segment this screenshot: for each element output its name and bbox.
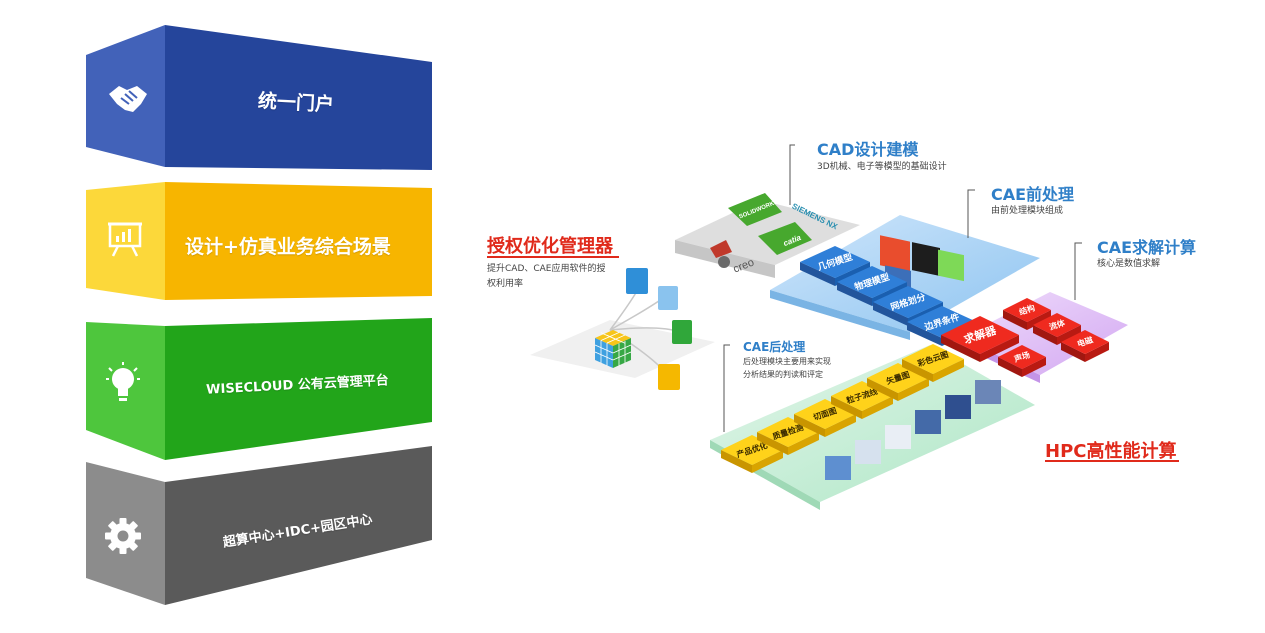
simulation-thumbnail bbox=[880, 235, 964, 295]
solver-sub-chip-label: 流体 bbox=[1048, 317, 1067, 332]
solver-sub-chip-label: 电磁 bbox=[1076, 334, 1094, 348]
handshake-icon bbox=[109, 86, 147, 112]
leader-line-cae-solve bbox=[1074, 242, 1082, 300]
cube-icon bbox=[594, 330, 632, 368]
platform-stack bbox=[86, 25, 432, 605]
solver-sub-chip-label: 声场 bbox=[1012, 349, 1031, 364]
solver-sub-chip: 电磁 bbox=[1061, 330, 1109, 362]
solver-sub-chip-label: 结构 bbox=[1018, 302, 1036, 316]
cad-desc: 3D机械、电子等模型的基础设计 bbox=[817, 162, 947, 172]
cae-pre-title: CAE前处理 bbox=[991, 185, 1075, 204]
presentation-board-icon bbox=[108, 222, 142, 257]
leader-line-cad bbox=[789, 144, 795, 205]
simulation-thumbnail bbox=[825, 380, 1001, 480]
gear-icon bbox=[105, 518, 141, 554]
license-manager-title: 授权优化管理器 bbox=[487, 236, 613, 257]
layer-label-portal: 统一门户 bbox=[257, 90, 335, 116]
lightbulb-icon bbox=[106, 362, 140, 401]
cae-solve-desc: 核心是数值求解 bbox=[1097, 259, 1161, 269]
stack-layer-scenario bbox=[86, 182, 432, 300]
leader-line-cae-pre bbox=[967, 189, 975, 238]
cae-post-desc: 后处理模块主要用来实现 分析结果的判读和评定 bbox=[743, 357, 831, 379]
post-chip: 粒子流线 bbox=[831, 381, 893, 419]
cae-workflow-diagram: 几何模型物理模型网格划分边界条件求解器结构流体电磁声场产品优化质量检测切面图粒子… bbox=[530, 144, 1128, 510]
hpc-title: HPC高性能计算 bbox=[1045, 441, 1177, 462]
leader-line-cae-post bbox=[723, 344, 730, 432]
hpc-title-underline bbox=[1045, 460, 1179, 462]
solver-sub-chip: 声场 bbox=[998, 345, 1046, 377]
solver-sub-chip: 流体 bbox=[1033, 313, 1081, 345]
cad-title: CAD设计建模 bbox=[817, 140, 919, 159]
license-title-underline bbox=[487, 256, 619, 258]
cae-pre-desc: 由前处理模块组成 bbox=[991, 206, 1064, 216]
license-manager-tray bbox=[530, 268, 715, 390]
layer-label-scenario: 设计+仿真业务综合场景 bbox=[185, 236, 391, 258]
license-file-icon bbox=[626, 268, 692, 390]
solver-sub-chip: 结构 bbox=[1003, 298, 1051, 330]
cae-solve-title: CAE求解计算 bbox=[1097, 238, 1197, 257]
solver-chip: 求解器 bbox=[941, 316, 1019, 362]
cae-post-title: CAE后处理 bbox=[743, 340, 806, 354]
post-chip: 彩色云图 bbox=[902, 344, 964, 382]
license-manager-desc: 提升CAD、CAE应用软件的授 权利用率 bbox=[487, 264, 606, 289]
cad-tray bbox=[675, 193, 860, 278]
